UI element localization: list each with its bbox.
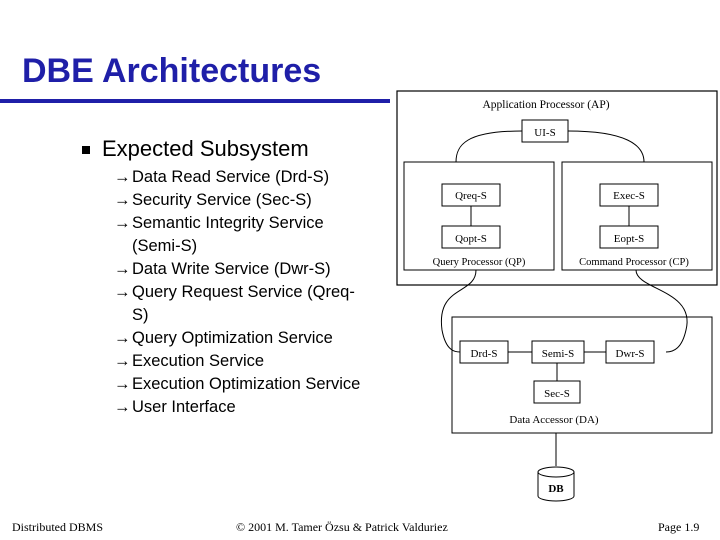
db-label: DB <box>548 483 564 495</box>
subsystem-item-text: Execution Service <box>132 352 265 370</box>
ui-to-cp-link <box>567 130 645 163</box>
subsystem-item-text: Query Optimization Service <box>132 329 333 347</box>
arrow-bullet-icon: → <box>114 329 131 347</box>
drd-s-label: Drd-S <box>471 348 498 360</box>
square-bullet-icon <box>82 146 90 154</box>
ui-s-label: UI-S <box>534 127 555 139</box>
subsystem-item-text: Data Read Service (Drd-S) <box>132 168 330 186</box>
qreq-s-label: Qreq-S <box>455 190 487 202</box>
subsystem-item: →Query Request Service (Qreq- S) <box>114 281 394 327</box>
sec-s-label: Sec-S <box>544 388 570 400</box>
dwr-s-label: Dwr-S <box>615 348 644 360</box>
footer-page-number: Page 1.9 <box>658 520 700 534</box>
subsystem-item: →Execution Service <box>114 350 394 373</box>
footer-copyright: © 2001 M. Tamer Özsu & Patrick Valduriez <box>236 520 448 534</box>
arrow-bullet-icon: → <box>114 283 131 301</box>
subsystem-item-text: Data Write Service (Dwr-S) <box>132 260 331 278</box>
arrow-bullet-icon: → <box>114 214 131 232</box>
subsystem-item-text: Security Service (Sec-S) <box>132 191 312 209</box>
ui-to-qp-link <box>455 130 523 163</box>
subsystem-item: →Execution Optimization Service <box>114 373 394 396</box>
arrow-bullet-icon: → <box>114 375 131 393</box>
section-heading: Expected Subsystem <box>102 136 309 161</box>
subsystem-list: →Data Read Service (Drd-S)→Security Serv… <box>114 166 394 419</box>
subsystem-item-continuation: (Semi-S) <box>132 237 198 255</box>
arrow-bullet-icon: → <box>114 191 131 209</box>
ap-box <box>396 90 718 286</box>
subsystem-item-text: User Interface <box>132 398 236 416</box>
cp-box <box>561 161 713 271</box>
subsystem-item-text: Query Request Service (Qreq- <box>132 283 355 301</box>
ap-label: Application Processor (AP) <box>482 99 609 111</box>
arrow-bullet-icon: → <box>114 352 131 370</box>
arrow-bullet-icon: → <box>114 398 131 416</box>
subsystem-item: →User Interface <box>114 396 394 419</box>
subsystem-item: →Data Write Service (Dwr-S) <box>114 258 394 281</box>
cp-to-da-link <box>635 269 688 353</box>
subsystem-item-continuation: S) <box>132 306 149 324</box>
qopt-s-label: Qopt-S <box>455 233 487 245</box>
arrow-bullet-icon: → <box>114 168 131 186</box>
subsystem-item: →Semantic Integrity Service (Semi-S) <box>114 212 394 258</box>
cp-label: Command Processor (CP) <box>579 257 689 268</box>
title-underline <box>0 99 390 103</box>
subsystem-item: →Query Optimization Service <box>114 327 394 350</box>
architecture-diagram: Application Processor (AP) UI-S Qreq-S Q… <box>396 90 718 502</box>
database-icon <box>537 466 575 502</box>
qp-box <box>403 161 555 271</box>
qp-to-da-link <box>440 269 477 353</box>
da-label: Data Accessor (DA) <box>509 414 599 426</box>
slide-title: DBE Architectures <box>22 52 322 90</box>
exec-s-label: Exec-S <box>613 190 645 202</box>
subsystem-item: →Data Read Service (Drd-S) <box>114 166 394 189</box>
semi-s-label: Semi-S <box>542 348 574 360</box>
subsystem-item-text: Semantic Integrity Service <box>132 214 324 232</box>
da-box <box>451 316 713 434</box>
arrow-bullet-icon: → <box>114 260 131 278</box>
subsystem-item: →Security Service (Sec-S) <box>114 189 394 212</box>
eopt-s-label: Eopt-S <box>614 233 645 245</box>
subsystem-item-text: Execution Optimization Service <box>132 375 361 393</box>
qp-label: Query Processor (QP) <box>433 257 526 268</box>
footer-course: Distributed DBMS <box>12 520 104 534</box>
